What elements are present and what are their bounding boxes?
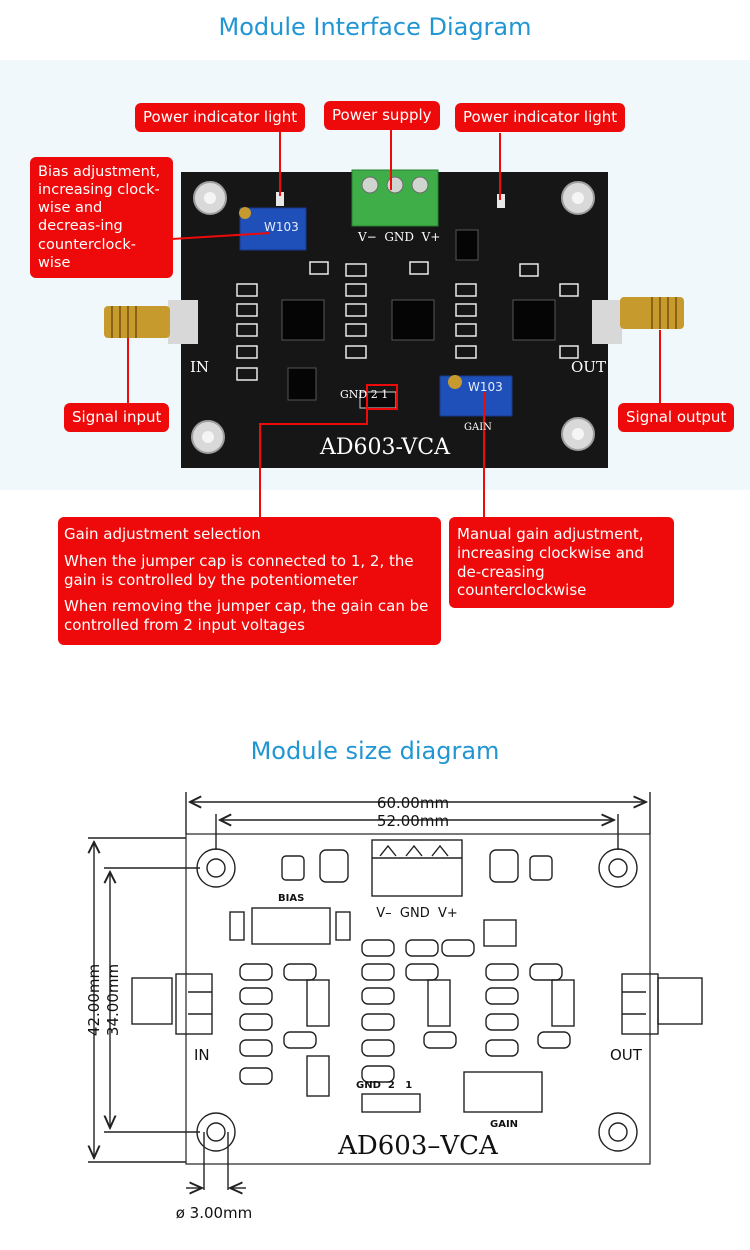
width-outer-label: 60.00mm [377,794,449,812]
board-out-label: OUT [571,358,606,376]
board-gain-label: GAIN [464,422,492,433]
callout-signal-input: Signal input [64,403,170,432]
drawing-bias-label: BIAS [278,893,304,904]
hole-diameter-label: ø 3.00mm [176,1204,253,1222]
drawing-mounting-hole-icon [196,848,638,1152]
callout-power-indicator-left: Power indicator light [135,103,306,132]
board-jumper-label: GND 2 1 [340,388,389,401]
callout-bias-adjustment: Bias adjustment, increasing clock-wise a… [30,157,173,278]
gain-selection-jumper-off: When removing the jumper cap, the gain c… [64,597,429,634]
drawing-in-label: IN [194,1046,210,1064]
callout-power-supply: Power supply [324,101,440,130]
size-drawing: 60.00mm 52.00mm 42.00mm 34.00mm ø 3.00mm… [85,792,703,1222]
drawing-out-label: OUT [610,1046,643,1064]
width-inner-label: 52.00mm [377,812,449,830]
drawing-board-name: AD603–VCA [337,1131,499,1161]
board-in-label: IN [190,358,210,376]
size-title: Module size diagram [250,737,500,765]
board-outline [185,833,651,1165]
board-terminal-label: V− GND V+ [358,230,441,244]
drawing-gain-label: GAIN [490,1119,518,1130]
callout-gain-selection: Gain adjustment selection When the jumpe… [58,517,441,645]
interface-title: Module Interface Diagram [218,13,532,41]
callout-manual-gain: Manual gain adjustment, increasing clock… [449,517,674,608]
height-inner-label: 34.00mm [104,964,122,1036]
drawing-bias-pot [251,907,331,945]
sma-output-connector [592,297,684,344]
gain-selection-title: Gain adjustment selection [64,525,261,543]
gain-pot-label: W103 [468,380,503,394]
board-name-label: AD603-VCA [320,435,450,460]
drawing-terminal-block [371,839,463,897]
drawing-terminal-label: V– GND V+ [376,906,458,921]
drawing-jumper [361,1093,421,1113]
callout-power-indicator-right: Power indicator light [455,103,626,132]
drawing-sma-input [131,973,213,1035]
drawing-gain-pot [463,1071,543,1113]
bias-pot-label: W103 [264,220,299,234]
gain-selection-jumper-on: When the jumper cap is connected to 1, 2… [64,551,414,589]
sma-input-connector [104,300,198,344]
bias-potentiometer [239,207,307,251]
callout-signal-output: Signal output [618,403,735,432]
height-outer-label: 42.00mm [85,964,103,1036]
drawing-sma-output [621,973,703,1035]
drawing-jumper-label: GND 2 1 [356,1080,412,1091]
